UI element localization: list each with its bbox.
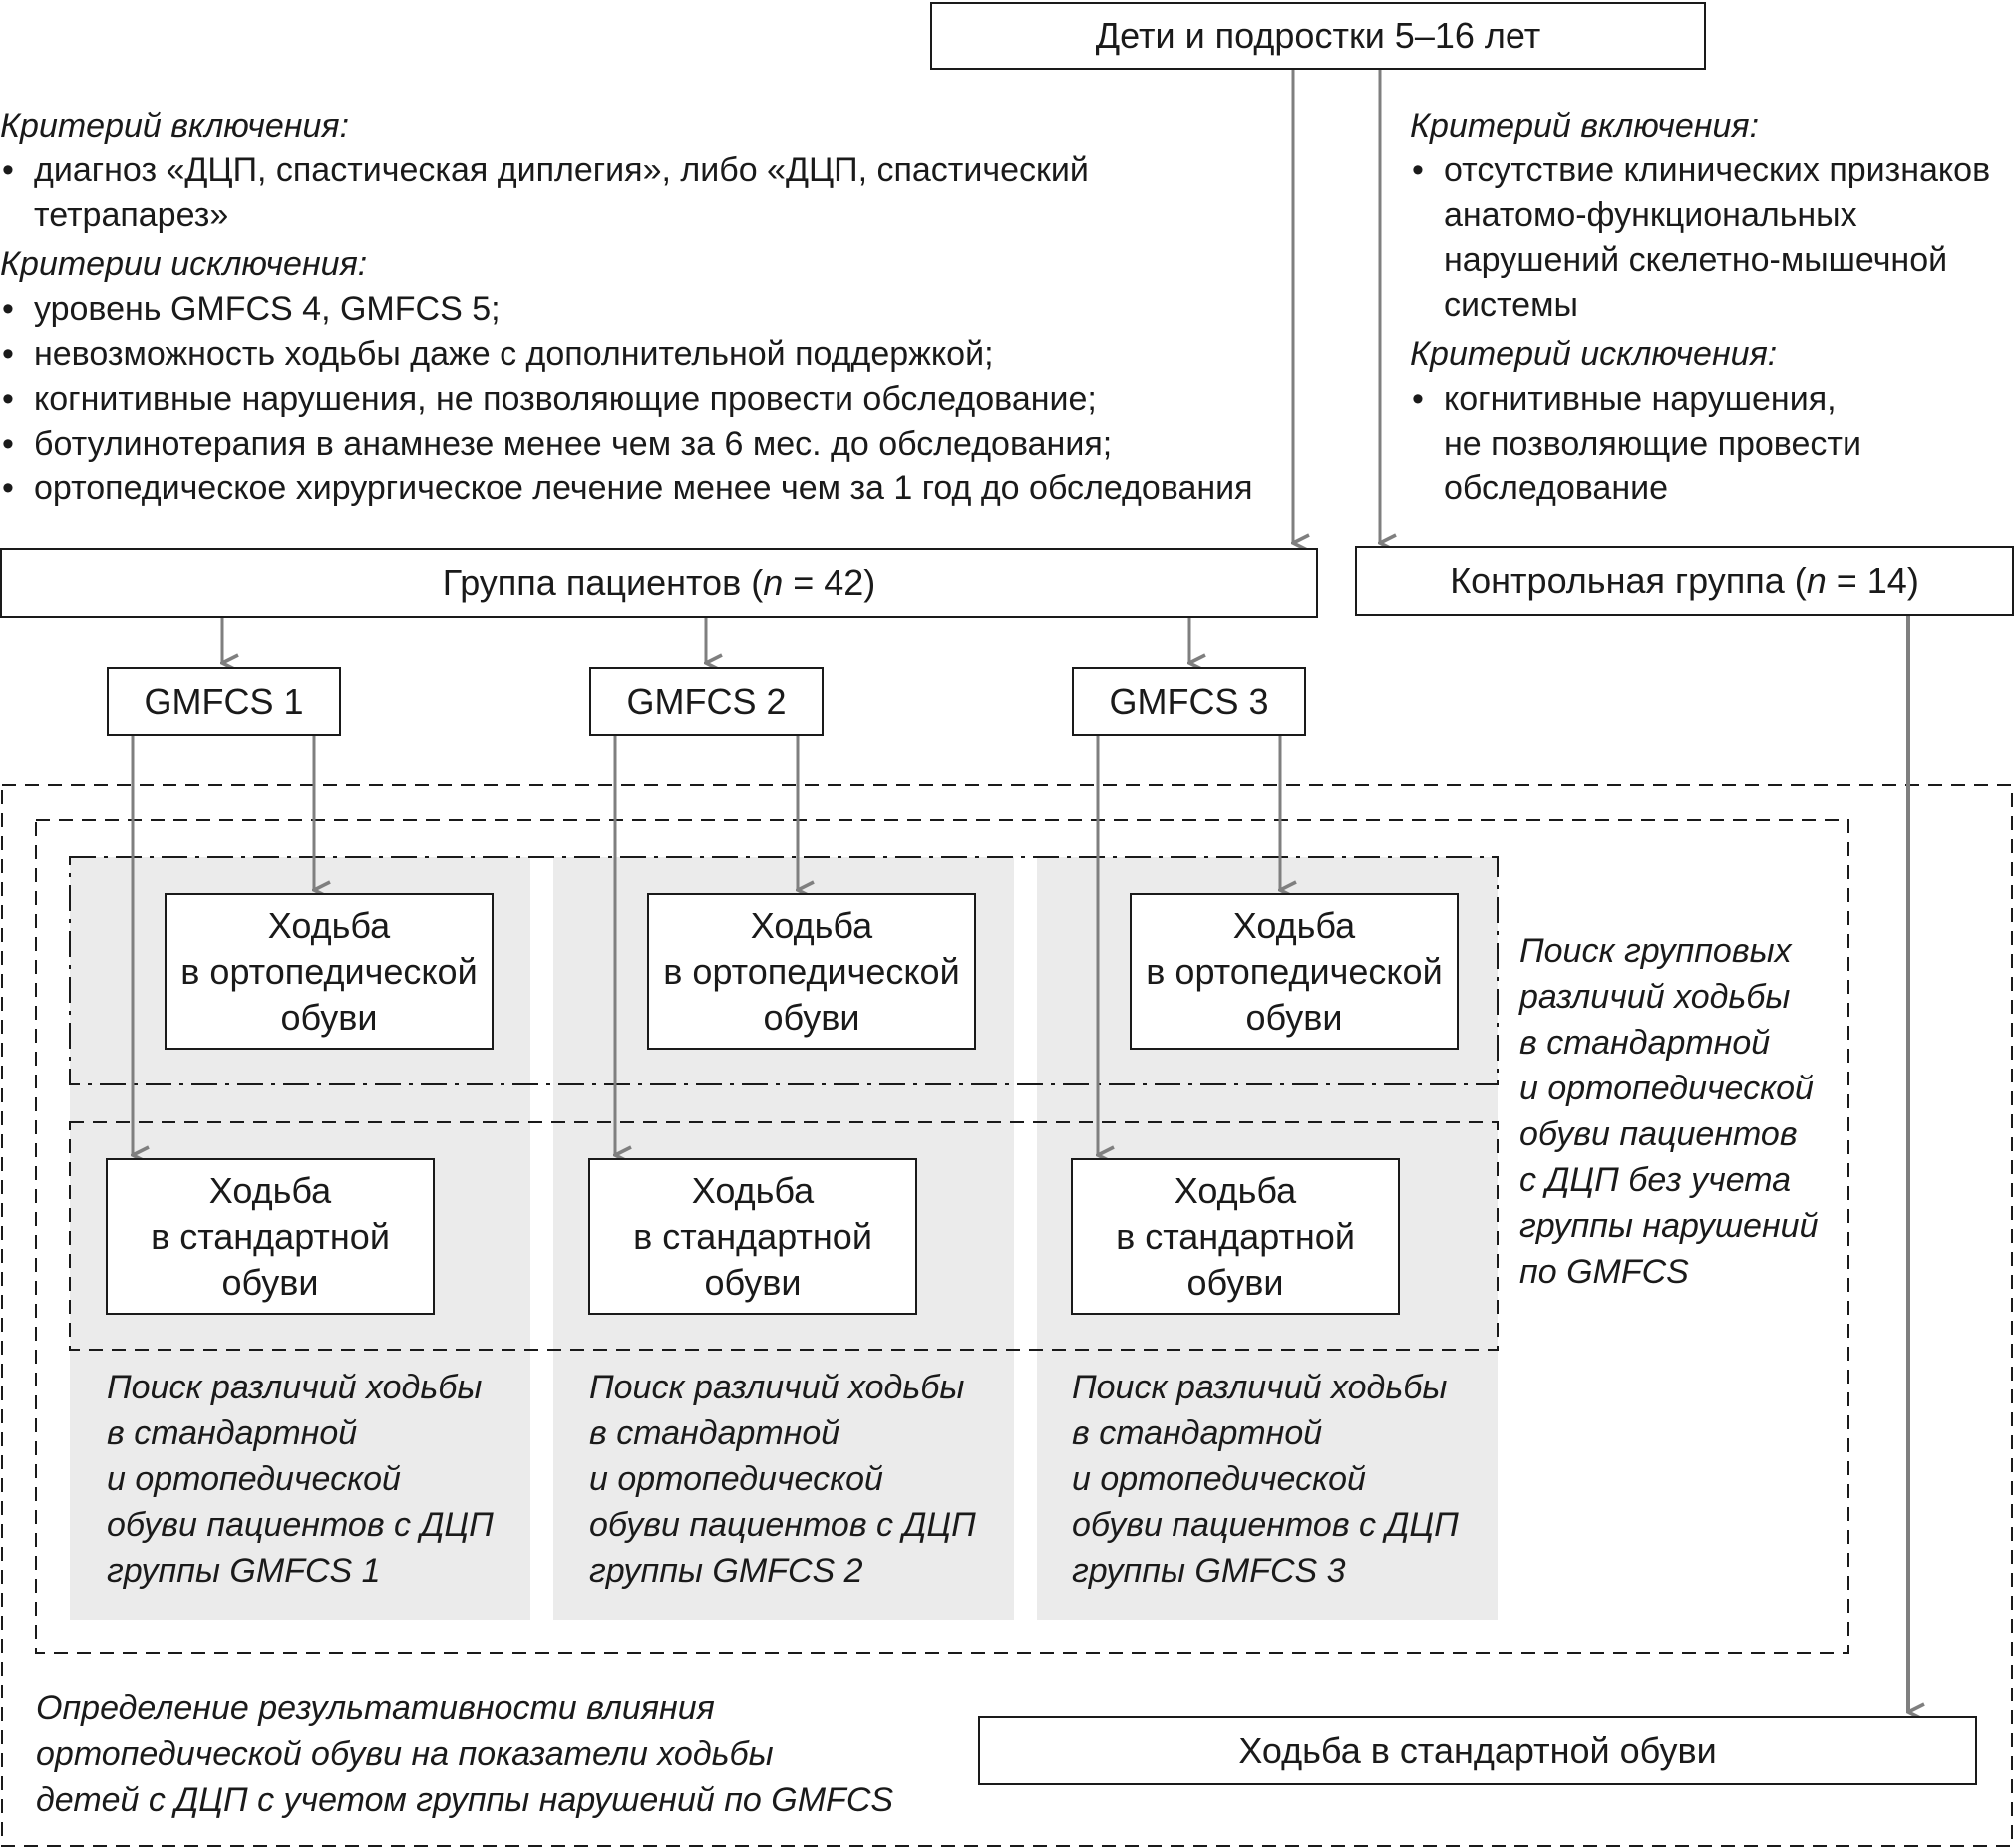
control-exclusion-item: когнитивные нарушения, не позволяющие пр…: [1410, 377, 2008, 511]
population-box: Дети и подростки 5–16 лет: [930, 2, 1706, 70]
patient-exclusion-item: ботулинотерапия в анамнезе менее чем за …: [0, 422, 1281, 466]
gmfcs1-box: GMFCS 1: [107, 667, 341, 736]
control-group-label: Контрольная группа (n = 14): [1450, 560, 1919, 601]
control-exclusion-heading: Критерий исключения:: [1410, 335, 1778, 373]
control-exclusion-list: когнитивные нарушения, не позволяющие пр…: [1410, 377, 2008, 511]
patient-exclusion-item: когнитивные нарушения, не позволяющие пр…: [0, 377, 1281, 422]
patient-exclusion-heading: Критерии исключения:: [0, 245, 368, 283]
patient-exclusion-item: ортопедическое хирургическое лечение мен…: [0, 466, 1281, 511]
control-inclusion-heading: Критерий включения:: [1410, 107, 1760, 145]
patient-inclusion-list: диагноз «ДЦП, спастическая диплегия», ли…: [0, 149, 1281, 238]
patient-criteria: Критерий включения: диагноз «ДЦП, спасти…: [0, 104, 1281, 511]
patient-inclusion-heading: Критерий включения:: [0, 107, 350, 145]
patient-exclusion-item: уровень GMFCS 4, GMFCS 5;: [0, 287, 1281, 332]
control-walk-box: Ходьба в стандартной обуви: [978, 1716, 1977, 1785]
patient-inclusion-item: диагноз «ДЦП, спастическая диплегия», ли…: [0, 149, 1131, 238]
control-inclusion-list: отсутствие клинических признаков анатомо…: [1410, 149, 2008, 328]
patient-group-box: Группа пациентов (n = 42): [0, 548, 1318, 618]
patient-group-label: Группа пациентов (n = 42): [442, 562, 876, 603]
control-criteria: Критерий включения: отсутствие клиническ…: [1410, 104, 2008, 511]
control-group-box: Контрольная группа (n = 14): [1355, 546, 2014, 616]
gmfcs3-box: GMFCS 3: [1072, 667, 1306, 736]
patient-exclusion-item: невозможность ходьбы даже с дополнительн…: [0, 332, 1281, 377]
gmfcs2-box: GMFCS 2: [589, 667, 824, 736]
control-inclusion-item: отсутствие клинических признаков анатомо…: [1410, 149, 2008, 328]
population-label: Дети и подростки 5–16 лет: [1095, 15, 1541, 56]
patient-exclusion-list: уровень GMFCS 4, GMFCS 5; невозможность …: [0, 287, 1281, 511]
